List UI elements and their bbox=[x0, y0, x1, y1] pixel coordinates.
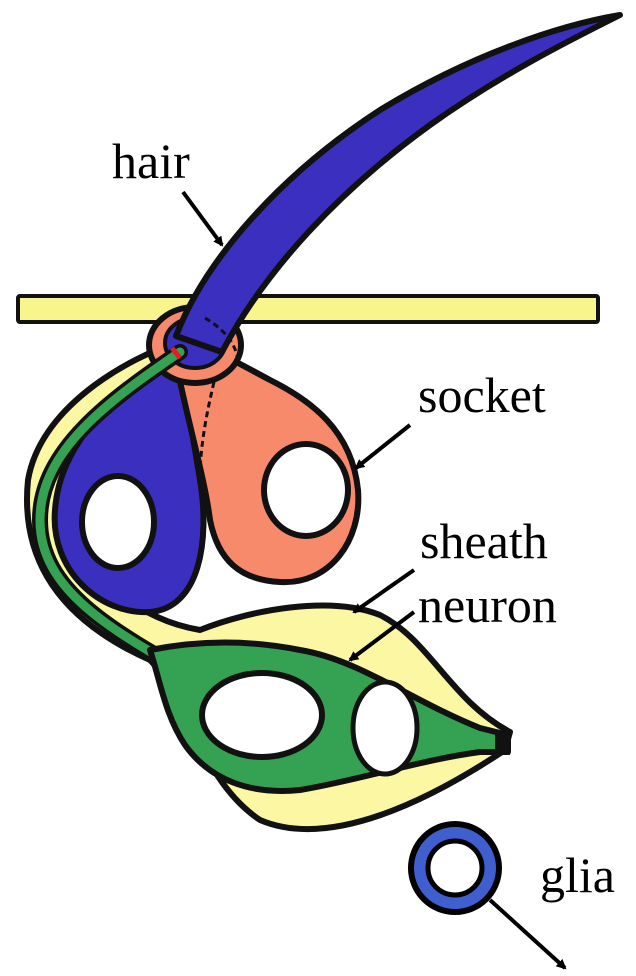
neuron-nucleus bbox=[202, 673, 322, 757]
label-glia: glia bbox=[540, 847, 615, 903]
socket-arrow bbox=[356, 425, 410, 468]
hair-cell-nucleus bbox=[82, 476, 154, 568]
axon-tip bbox=[495, 730, 510, 755]
label-neuron: neuron bbox=[418, 577, 557, 633]
label-hair: hair bbox=[112, 133, 190, 189]
socket-cell-nucleus bbox=[264, 444, 348, 536]
sheath-arrow bbox=[354, 570, 414, 612]
glia-cell-nucleus bbox=[428, 841, 482, 895]
sheath-nucleus bbox=[353, 682, 417, 774]
label-sheath: sheath bbox=[420, 513, 548, 569]
hair-arrow bbox=[183, 192, 222, 245]
glia-arrow bbox=[490, 900, 565, 968]
cuticle-bar bbox=[18, 296, 598, 322]
label-socket: socket bbox=[418, 367, 546, 423]
